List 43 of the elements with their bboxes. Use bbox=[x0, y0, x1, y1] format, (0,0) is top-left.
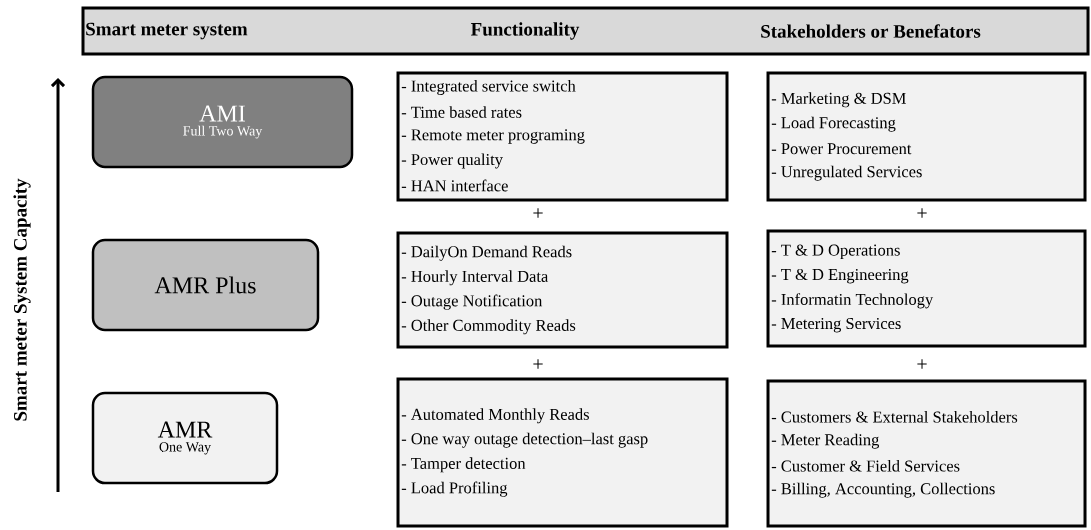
list-item: - Outage Notification bbox=[401, 294, 543, 310]
list-item: - Load Profiling bbox=[401, 481, 508, 497]
list-item: - Other Commodity Reads bbox=[401, 319, 576, 335]
list-item: - Meter Reading bbox=[771, 433, 880, 449]
list-item: - Unregulated Services bbox=[771, 165, 922, 181]
list-item: - Load Forecasting bbox=[771, 116, 896, 132]
list-item: - Power Procurement bbox=[771, 143, 912, 155]
header-band bbox=[81, 6, 1090, 56]
level-box: AMI Full Two Way bbox=[91, 75, 354, 169]
column-heading: Functionality bbox=[470, 22, 580, 40]
list-box bbox=[766, 229, 1087, 348]
list-item: - Power quality bbox=[401, 153, 503, 169]
plus-sign: + bbox=[917, 208, 927, 218]
list-item: - One way outage detection–last gasp bbox=[401, 432, 648, 448]
plus-sign: + bbox=[917, 359, 927, 369]
list-box bbox=[396, 231, 729, 349]
list-item: - Time based rates bbox=[401, 106, 522, 118]
axis-label: Smart meter System Capacity bbox=[13, 178, 31, 421]
list-item: - Customer & Field Services bbox=[771, 460, 960, 472]
list-item: - Integrated service switch bbox=[401, 80, 576, 95]
list-box bbox=[766, 379, 1087, 528]
list-item: - T & D Engineering bbox=[771, 268, 909, 284]
level-box: AMR Plus bbox=[91, 238, 320, 332]
list-item: - Automated Monthly Reads bbox=[401, 408, 589, 424]
list-item: - Remote meter programing bbox=[401, 129, 585, 144]
list-item: - DailyOn Demand Reads bbox=[401, 245, 572, 261]
list-item: - Hourly Interval Data bbox=[401, 270, 549, 286]
plus-sign: + bbox=[533, 208, 543, 218]
level-box: AMR One Way bbox=[91, 391, 279, 485]
plus-sign: + bbox=[533, 359, 543, 369]
list-item: - Metering Services bbox=[771, 317, 901, 333]
column-heading: Smart meter system bbox=[86, 22, 248, 40]
list-item: - Informatin Technology bbox=[771, 293, 934, 309]
list-item: - Customers & External Stakeholders bbox=[771, 411, 1018, 423]
list-item: - T & D Operations bbox=[771, 244, 900, 260]
list-item: - HAN interface bbox=[401, 179, 508, 192]
list-item: - Marketing & DSM bbox=[771, 92, 906, 108]
list-item: - Tamper detection bbox=[401, 457, 526, 473]
list-item: - Billing, Accounting, Collections bbox=[771, 482, 995, 498]
list-box bbox=[396, 377, 729, 528]
list-box bbox=[396, 71, 729, 202]
column-heading: Stakeholders or Benefators bbox=[761, 24, 981, 38]
list-box bbox=[766, 71, 1087, 202]
